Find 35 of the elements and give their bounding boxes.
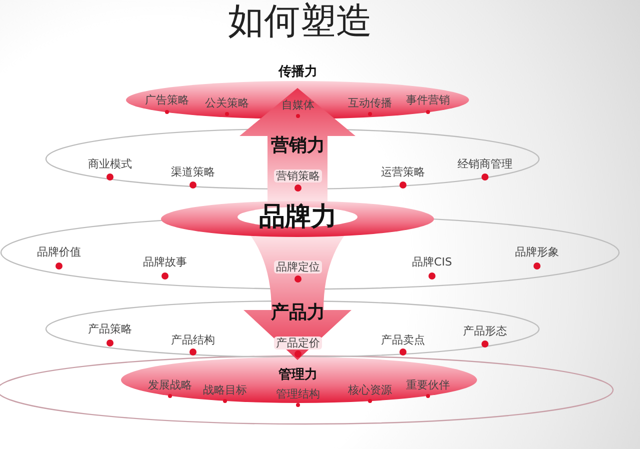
item-label: 经销商管理	[458, 158, 512, 170]
layer-ellipse	[160, 200, 435, 238]
item-label: 管理结构	[276, 388, 320, 400]
item-label: 重要伙伴	[406, 380, 450, 390]
item-label: 发展战略	[148, 380, 192, 390]
item-label: 产品定价	[274, 336, 322, 350]
layer-heading: 品牌力	[259, 204, 337, 230]
block-arrow	[244, 234, 352, 360]
item-label: 产品形态	[463, 326, 507, 336]
item-label: 渠道策略	[171, 166, 215, 178]
item-label: 营销策略	[274, 170, 322, 182]
item-label: 核心资源	[348, 384, 392, 396]
item-label: 商业模式	[88, 158, 132, 170]
item-label: 事件营销	[406, 94, 450, 106]
layer-heading: 传播力	[278, 66, 318, 78]
item-label: 品牌CIS	[412, 256, 452, 268]
title: 如何塑造	[227, 4, 373, 40]
layer-heading: 产品力	[271, 304, 325, 322]
layer-ellipse	[120, 356, 478, 404]
layer-heading: 营销力	[271, 137, 325, 155]
item-label: 产品卖点	[381, 334, 425, 346]
item-label: 产品策略	[88, 324, 132, 334]
item-label: 互动传播	[348, 98, 392, 108]
item-label: 运营策略	[381, 166, 425, 178]
item-label: 战略目标	[203, 384, 247, 396]
item-label: 品牌价值	[37, 246, 81, 258]
item-label: 自媒体	[282, 100, 314, 110]
item-label: 品牌故事	[143, 256, 187, 268]
item-label: 产品结构	[171, 334, 215, 346]
item-label: 品牌形象	[515, 246, 559, 258]
item-label: 品牌定位	[274, 260, 322, 274]
item-label: 公关策略	[205, 98, 249, 108]
block-arrow	[240, 88, 356, 204]
item-label: 广告策略	[145, 94, 189, 106]
layer-heading: 管理力	[278, 368, 318, 382]
